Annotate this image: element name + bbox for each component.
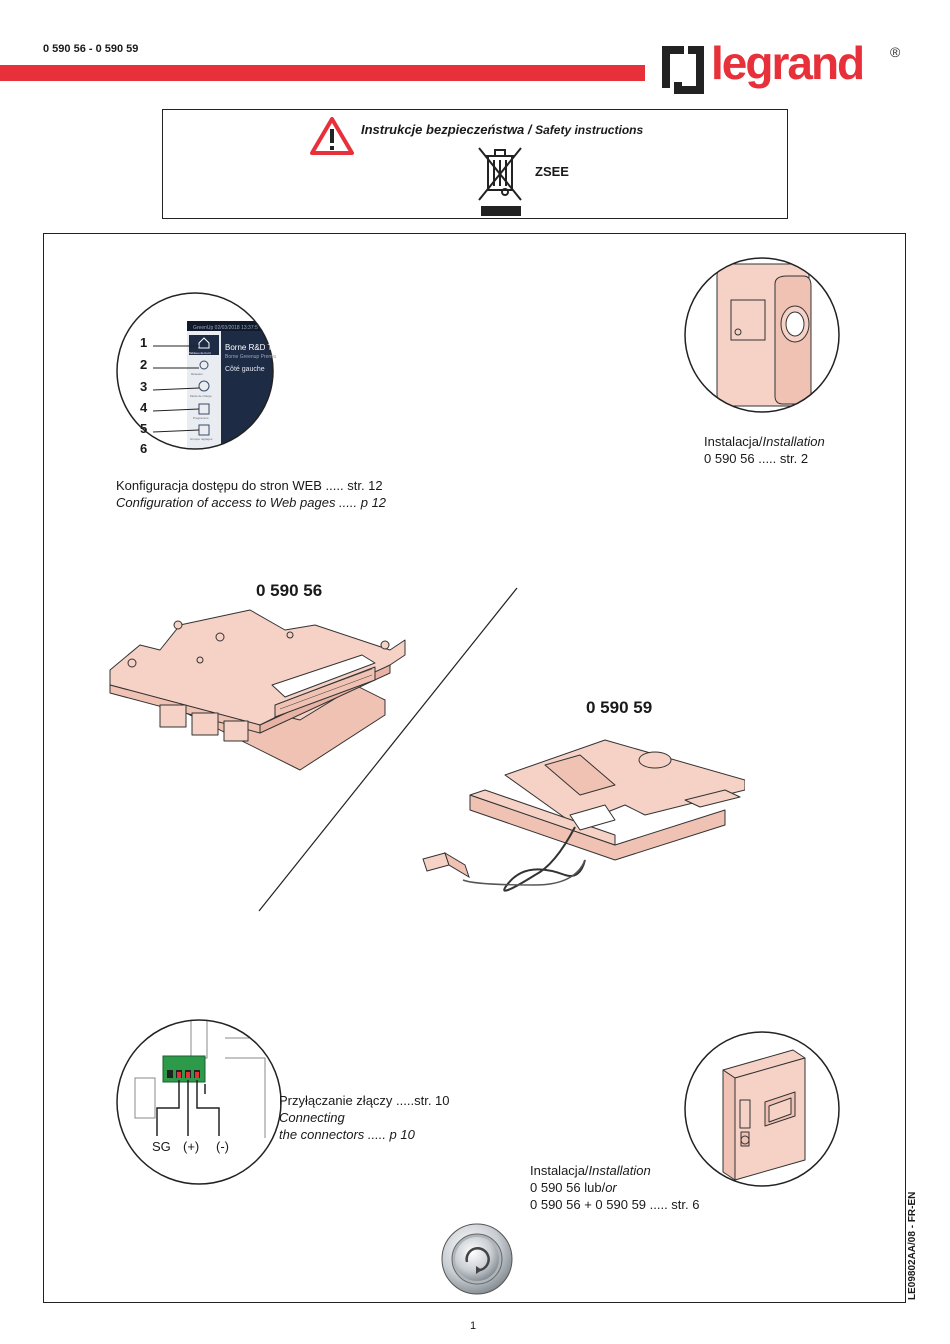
diagonal-separator — [258, 587, 518, 912]
safety-title-en: Safety instructions — [535, 123, 644, 137]
callout-6: 6 — [140, 441, 148, 456]
installation-top-en: Installation — [762, 434, 825, 449]
board-059056-illustration — [109, 609, 406, 771]
header-red-bar — [0, 65, 645, 81]
warning-triangle-icon — [310, 117, 354, 155]
installation-bottom-page: 0 590 56 + 0 590 59 ..... str. 6 — [530, 1197, 700, 1212]
charging-station-side-illustration — [684, 257, 840, 413]
product-codes: 0 590 56 - 0 590 59 — [43, 43, 139, 55]
weee-crossed-bin-icon — [478, 147, 522, 216]
connectors-en-2: the connectors ..... p 10 — [279, 1127, 415, 1142]
content-frame — [43, 233, 906, 1303]
safety-title-pl: Instrukcje bezpieczeństwa — [361, 122, 525, 137]
connectors-pl: Przyłączanie złączy .....str. 10 — [279, 1093, 450, 1108]
callout-5: 5 — [140, 421, 148, 436]
registered-mark: ® — [890, 44, 901, 60]
screen-title: Borne R&D Tes — [225, 343, 280, 352]
screen-side: Côté gauche — [225, 366, 265, 373]
installation-top-pl: Instalacja/ — [704, 434, 763, 449]
installation-bottom-pl: Instalacja/ — [530, 1163, 589, 1178]
installation-bottom-text: Instalacja/Installation 0 590 56 lub/or … — [530, 1162, 699, 1213]
page-number: 1 — [470, 1320, 477, 1332]
web-config-en: Configuration of access to Web pages ...… — [116, 495, 387, 510]
connector-label-plus: (+) — [183, 1139, 200, 1154]
screen-menu-settings: Groupe réglages — [190, 437, 213, 441]
installation-bottom-a: 0 590 56 lub/ — [530, 1180, 606, 1195]
installation-top-page: 0 590 56 ..... str. 2 — [704, 451, 809, 466]
web-config-pl: Konfiguracja dostępu do stron WEB ..... … — [116, 478, 383, 493]
connectors-en-1: Connecting — [279, 1110, 345, 1125]
connectors-text: Przyłączanie złączy .....str. 10 Connect… — [279, 1092, 450, 1143]
web-interface-zoom: GreenUp 02/03/2018 13:37:5 Borne R&D Tes… — [115, 291, 280, 451]
connector-zoom-illustration — [116, 1019, 282, 1185]
web-config-text: Konfiguracja dostępu do stron WEB ..... … — [116, 477, 386, 511]
screen-menu-charge-mode: Mode de charge — [190, 394, 212, 398]
screen-menu-programme: Programme — [193, 416, 209, 420]
callout-2: 2 — [140, 357, 148, 372]
callout-4: 4 — [140, 400, 148, 415]
safety-box: Instrukcje bezpieczeństwa / Safety instr… — [162, 109, 788, 219]
legrand-logo: legrand ® — [658, 37, 908, 104]
connector-label-minus: (-) — [216, 1139, 229, 1154]
connector-label-sg: SG — [152, 1139, 171, 1154]
board-059059-illustration — [422, 739, 745, 892]
callout-1: 1 — [140, 335, 148, 350]
model-label-059056: 0 590 56 — [256, 581, 323, 600]
screen-menu-dashboard: Tableau de bord — [189, 351, 211, 355]
brand-name: legrand — [711, 37, 865, 89]
installation-bottom-or: or — [605, 1180, 617, 1195]
web-interface-screen — [116, 292, 274, 450]
screen-subtitle: Borne Greenup Premiu — [225, 354, 277, 360]
charging-station-box-illustration — [684, 1031, 840, 1187]
safety-title-separator: / — [524, 122, 536, 137]
weee-label: ZSEE — [535, 164, 569, 179]
model-label-059059: 0 590 59 — [586, 698, 653, 717]
installation-bottom-en: Installation — [588, 1163, 651, 1178]
callout-3: 3 — [140, 379, 148, 394]
screen-header-text: GreenUp 02/03/2018 13:37:5 — [193, 325, 258, 331]
installation-top-text: Instalacja/Installation 0 590 56 ..... s… — [704, 433, 825, 467]
safety-title: Instrukcje bezpieczeństwa / Safety instr… — [361, 122, 643, 137]
reset-button-icon — [441, 1223, 513, 1295]
screen-menu-network: Réseaux — [191, 372, 203, 376]
document-code: LE09802AA/08 - FR-EN — [907, 1191, 918, 1300]
legrand-mark-icon — [662, 46, 704, 94]
